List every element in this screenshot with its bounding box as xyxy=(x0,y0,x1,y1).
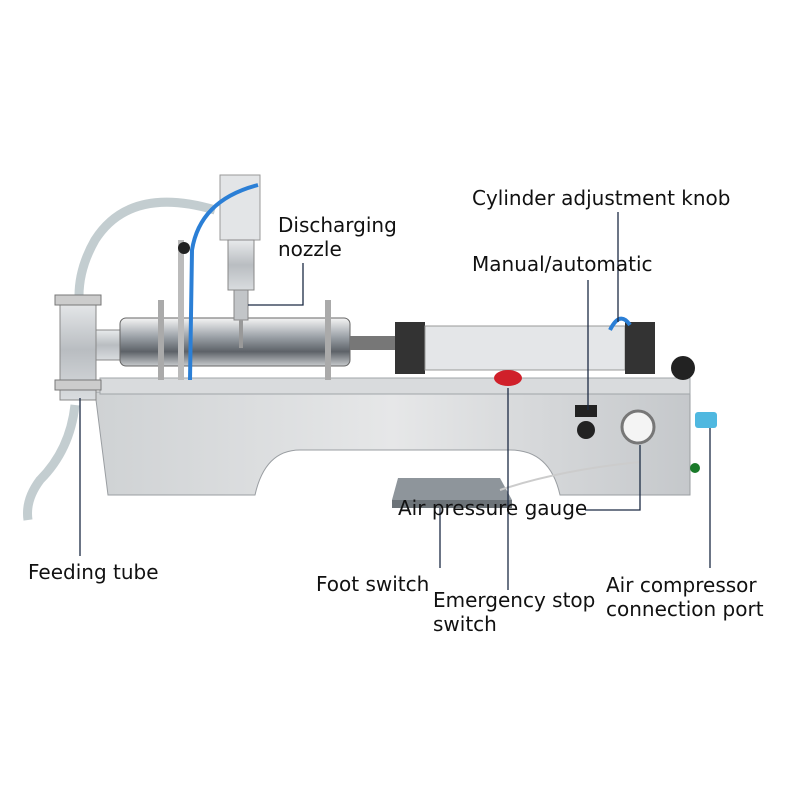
label-line: connection port xyxy=(606,597,764,621)
label-foot-switch: Foot switch xyxy=(316,572,430,596)
leader-lines xyxy=(79,212,711,590)
air-pressure-gauge xyxy=(620,409,656,445)
foot-switch-pedal xyxy=(392,461,641,508)
material-cylinder xyxy=(119,317,351,367)
label-air-pressure-gauge: Air pressure gauge xyxy=(398,496,588,520)
piston-rod xyxy=(350,336,395,350)
label-line: nozzle xyxy=(278,237,342,261)
label-manual-automatic: Manual/automatic xyxy=(472,252,653,276)
label-discharging-nozzle: Discharging nozzle xyxy=(278,213,397,261)
label-line: switch xyxy=(433,612,497,636)
manual-automatic-switch xyxy=(577,421,595,439)
label-line: Air compressor xyxy=(606,573,757,597)
label-line: Emergency stop xyxy=(433,588,596,612)
label-emergency-stop-switch: Emergency stop switch xyxy=(433,588,595,636)
air-compressor-port xyxy=(695,412,717,428)
label-line: Discharging xyxy=(278,213,397,237)
label-cylinder-adjustment-knob: Cylinder adjustment knob xyxy=(472,186,731,210)
machine-base xyxy=(94,377,691,496)
feeding-tube xyxy=(23,197,217,521)
discharging-nozzle-assembly xyxy=(178,174,261,381)
air-cylinder xyxy=(395,316,695,380)
label-feeding-tube: Feeding tube xyxy=(28,560,159,584)
emergency-stop-button xyxy=(494,370,522,386)
cylinder-adjustment-knob xyxy=(671,356,695,380)
label-air-compressor-port: Air compressor connection port xyxy=(606,573,764,621)
